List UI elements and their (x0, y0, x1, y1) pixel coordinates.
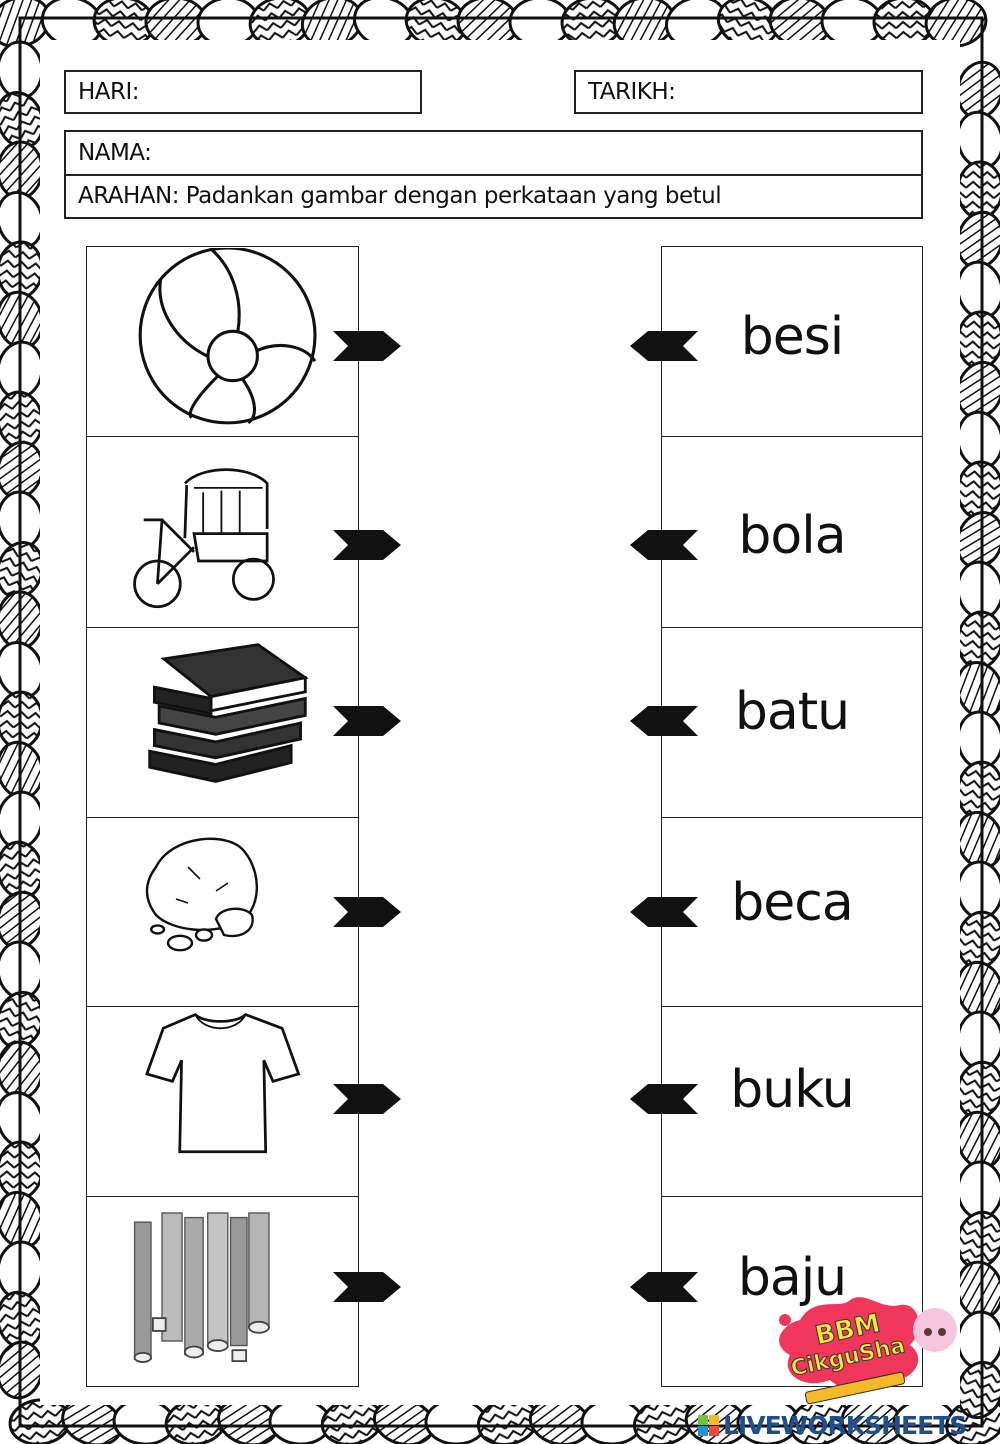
word-cell: buku (661, 1006, 923, 1197)
trishaw-icon (133, 468, 275, 609)
left-connector-arrow-icon[interactable] (628, 706, 698, 736)
border-egg (956, 1310, 1000, 1370)
ball-icon (138, 248, 317, 425)
nama-field[interactable]: NAMA: (64, 130, 923, 176)
word-label: buku (730, 1060, 854, 1120)
left-connector-arrow-icon[interactable] (628, 897, 698, 927)
picture-cell (86, 436, 359, 628)
books-icon (148, 643, 309, 783)
word-cell: bola (661, 436, 923, 628)
word-label: bola (738, 506, 846, 566)
border-egg (956, 1160, 1000, 1220)
rock-icon (145, 837, 258, 952)
right-connector-arrow-icon[interactable] (333, 1084, 403, 1114)
word-cell: batu (661, 627, 923, 818)
metal-pipes-icon (133, 1212, 270, 1363)
word-label: baju (737, 1248, 847, 1308)
border-egg (956, 310, 1000, 370)
hari-label: HARI: (78, 79, 140, 105)
tarikh-field[interactable]: TARIKH: (574, 70, 923, 114)
right-connector-arrow-icon[interactable] (333, 1272, 403, 1302)
word-label: batu (734, 682, 850, 742)
border-egg (0, 240, 44, 300)
liveworksheets-text: LIVEWORKSHEETS (723, 1410, 967, 1440)
bbm-cikgusha-logo: BBM CikguSha (760, 1290, 960, 1405)
right-connector-arrow-icon[interactable] (333, 530, 403, 560)
word-label: beca (731, 873, 853, 933)
border-egg (956, 710, 1000, 770)
border-egg (956, 460, 1000, 520)
right-connector-arrow-icon[interactable] (333, 331, 403, 361)
live-badge-icon (698, 1414, 719, 1436)
tarikh-label: TARIKH: (588, 79, 676, 105)
shirt-icon (145, 1012, 301, 1154)
border-egg (0, 1340, 44, 1400)
right-connector-arrow-icon[interactable] (333, 706, 403, 736)
left-connector-arrow-icon[interactable] (628, 1272, 698, 1302)
border-egg (0, 690, 44, 750)
left-connector-arrow-icon[interactable] (628, 1084, 698, 1114)
hari-field[interactable]: HARI: (64, 70, 422, 114)
border-egg (0, 490, 44, 550)
arahan-box: ARAHAN: Padankan gambar dengan perkataan… (64, 174, 923, 219)
arahan-instruction: ARAHAN: Padankan gambar dengan perkataan… (78, 183, 722, 209)
border-egg (956, 160, 1000, 220)
right-connector-arrow-icon[interactable] (333, 897, 403, 927)
border-egg (0, 1240, 44, 1300)
border-egg (956, 1010, 1000, 1070)
liveworksheets-watermark: LIVEWORKSHEETS (698, 1410, 998, 1440)
left-connector-arrow-icon[interactable] (628, 530, 698, 560)
paint-splash-icon (779, 1297, 957, 1405)
nama-label: NAMA: (78, 140, 152, 166)
left-connector-arrow-icon[interactable] (628, 331, 698, 361)
word-cell: beca (661, 817, 923, 1007)
border-egg (956, 860, 1000, 920)
word-label: besi (740, 307, 845, 367)
word-cell: besi (661, 246, 923, 437)
